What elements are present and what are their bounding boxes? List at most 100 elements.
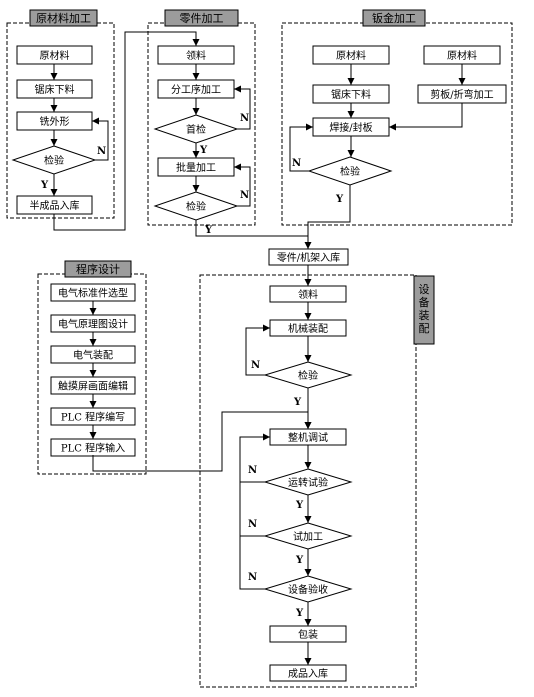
svg-text:半成品入库: 半成品入库 — [30, 199, 80, 212]
parts-processing-header: 零件加工 — [164, 9, 239, 27]
asm-accept-no-loop — [239, 482, 265, 590]
svg-text:批量加工: 批量加工 — [176, 161, 216, 174]
svg-text:试加工: 试加工 — [293, 530, 323, 543]
asm-run-no-loop — [239, 433, 270, 483]
parts-first-no-loop — [234, 85, 251, 130]
svg-text:首检: 首检 — [186, 123, 206, 136]
assembly-header: 设备装配 — [413, 275, 435, 345]
program-step-label: 电气原理图设计 — [58, 318, 128, 331]
svg-text:锯床下料: 锯床下料 — [331, 88, 371, 101]
parts-inspect-diamond: 检验 — [153, 191, 239, 221]
asm-inspect-no-loop — [245, 324, 270, 376]
raw-saw-box: 锯床下料 — [16, 79, 93, 99]
program-step-label: 电气标准件选型 — [58, 287, 128, 300]
svg-text:检验: 检验 — [340, 165, 360, 178]
svg-text:检验: 检验 — [186, 200, 206, 213]
raw-processing-header: 原材料加工 — [29, 9, 98, 27]
raw-inspect-diamond: 检验 — [11, 145, 97, 175]
asm-mech-box: 机械装配 — [269, 319, 347, 337]
parts-first-check-diamond: 首检 — [153, 114, 239, 144]
parts-process-box: 分工序加工 — [157, 79, 235, 99]
asm-trial-no-label: N — [248, 519, 257, 530]
asm-run-no-label: N — [248, 465, 257, 476]
parts-processing-frame — [147, 22, 256, 226]
svg-text:设备验收: 设备验收 — [288, 583, 328, 596]
svg-text:整机调试: 整机调试 — [288, 431, 328, 444]
svg-text:锯床下料: 锯床下料 — [35, 83, 75, 96]
sheet-metal-header: 钣金加工 — [362, 9, 426, 27]
asm-run-test-diamond: 运转试验 — [263, 468, 353, 496]
sheet-saw-box: 锯床下料 — [312, 84, 390, 104]
program-step-label: 电气装配 — [73, 349, 113, 362]
svg-text:铣外形: 铣外形 — [40, 115, 70, 128]
sheet-shear-box: 剪板/折弯加工 — [417, 84, 507, 104]
sheet-no-label: N — [292, 158, 301, 169]
raw-processing-frame — [6, 22, 115, 219]
svg-text:运转试验: 运转试验 — [288, 476, 328, 489]
program-step-label: 触摸屏画面编辑 — [58, 380, 128, 393]
svg-text:包装: 包装 — [298, 628, 318, 641]
raw-no-label: N — [97, 146, 106, 157]
sheet-arrow-merge — [389, 103, 463, 131]
asm-inspect-diamond: 检验 — [263, 361, 353, 389]
svg-text:原材料: 原材料 — [447, 49, 477, 62]
asm-inspect-no-label: N — [251, 360, 260, 371]
svg-text:领料: 领料 — [298, 288, 318, 301]
svg-text:原材料加工: 原材料加工 — [36, 11, 91, 25]
asm-debug-box: 整机调试 — [269, 428, 347, 446]
asm-accept-no-label: N — [248, 572, 257, 583]
svg-text:分工序加工: 分工序加工 — [171, 83, 221, 96]
raw-semi-stock-box: 半成品入库 — [16, 195, 93, 215]
svg-text:检验: 检验 — [44, 154, 64, 167]
svg-text:检验: 检验 — [298, 369, 318, 382]
program-step-box: PLC 程序编写 — [50, 407, 136, 426]
asm-run-yes-label: Y — [295, 500, 304, 511]
asm-pack-box: 包装 — [269, 625, 347, 643]
svg-text:原材料: 原材料 — [336, 49, 366, 62]
svg-text:零件/机架入库: 零件/机架入库 — [277, 251, 340, 264]
asm-receive-box: 领料 — [269, 285, 347, 303]
sheet-material-2-box: 原材料 — [423, 45, 501, 65]
svg-text:成品入库: 成品入库 — [288, 667, 328, 680]
sheet-yes-label: Y — [335, 194, 344, 205]
svg-text:焊接/封板: 焊接/封板 — [329, 121, 372, 134]
parts-first-yes-label: Y — [199, 145, 208, 156]
sheet-no-loop — [289, 123, 313, 172]
parts-receive-box: 领料 — [157, 45, 235, 65]
program-step-box: 电气原理图设计 — [50, 314, 136, 333]
svg-text:钣金加工: 钣金加工 — [372, 11, 416, 25]
svg-text:领料: 领料 — [186, 49, 206, 62]
program-step-box: 电气标准件选型 — [50, 283, 136, 302]
parts-batch-box: 批量加工 — [157, 157, 235, 177]
parts-first-no-label: N — [240, 113, 249, 124]
program-design-header: 程序设计 — [64, 260, 132, 278]
asm-trial-diamond: 试加工 — [263, 522, 353, 550]
raw-to-parts-connector — [53, 31, 200, 231]
program-step-label: PLC 程序输入 — [61, 442, 125, 455]
parts-inspect-no-label: N — [240, 190, 249, 201]
program-step-box: 触摸屏画面编辑 — [50, 376, 136, 395]
raw-no-loop — [92, 117, 109, 161]
svg-text:原材料: 原材料 — [40, 49, 70, 62]
parts-to-stock-connector — [195, 220, 308, 237]
svg-text:机械装配: 机械装配 — [288, 322, 328, 335]
raw-material-box: 原材料 — [16, 45, 93, 65]
asm-stock-box: 成品入库 — [269, 664, 347, 682]
asm-inspect-yes-label: Y — [293, 397, 302, 408]
frame-stock-box: 零件/机架入库 — [268, 248, 349, 266]
program-step-label: PLC 程序编写 — [61, 411, 125, 424]
sheet-material-1-box: 原材料 — [312, 45, 390, 65]
sheet-weld-box: 焊接/封板 — [312, 117, 390, 137]
parts-inspect-yes-label: Y — [204, 225, 213, 236]
asm-accept-diamond: 设备验收 — [263, 575, 353, 603]
program-step-box: 电气装配 — [50, 345, 136, 364]
svg-text:零件加工: 零件加工 — [180, 12, 224, 25]
raw-mill-box: 铣外形 — [16, 111, 93, 131]
assembly-header-text: 设备装配 — [419, 283, 430, 335]
svg-text:剪板/折弯加工: 剪板/折弯加工 — [430, 88, 493, 101]
svg-text:程序设计: 程序设计 — [76, 262, 120, 276]
asm-accept-yes-label: Y — [295, 608, 304, 619]
raw-yes-label: Y — [40, 180, 49, 191]
